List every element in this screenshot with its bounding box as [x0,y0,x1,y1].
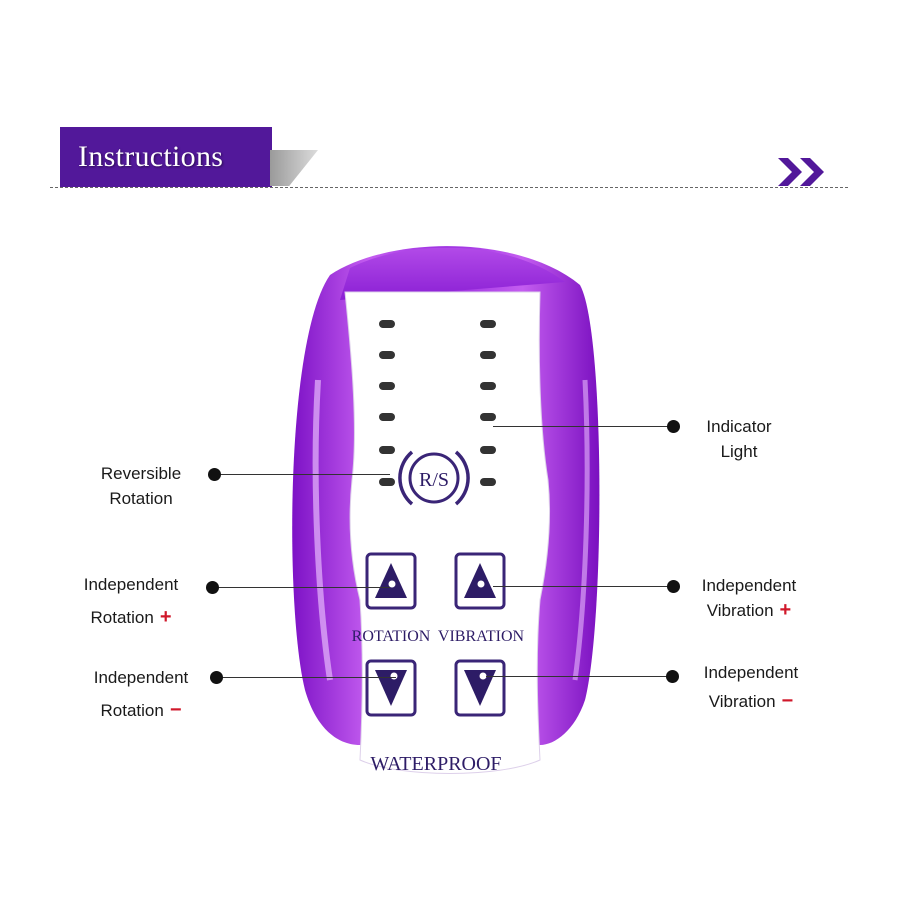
callout-dot-reversible [208,468,221,481]
vibration-up-button [454,552,506,610]
control-panel [344,291,551,774]
rotation-up-button [365,552,417,610]
indicator-lights-right [480,320,496,486]
callout-line-rotation-minus [216,677,396,678]
label-rotation-plus: Independent Rotation+ [83,575,179,628]
label-reversible-rotation: Reversible Rotation [100,464,182,508]
label-rotation-minus: Independent Rotation− [93,668,189,721]
waterproof-label: WATERPROOF [370,753,501,775]
indicator-lights-left [379,320,395,486]
callout-line-vibration-plus [493,586,673,587]
label-vibration-plus: Independent Vibration+ [701,576,797,621]
callout-dot-indicator [667,420,680,433]
vibration-label: VIBRATION [438,628,525,645]
callout-dot-vibration-minus [666,670,679,683]
callout-dot-rotation-minus [210,671,223,684]
rotation-down-button [365,659,417,717]
header-tab [60,127,272,187]
callout-line-reversible [214,474,390,475]
callout-line-vibration-minus [486,676,672,677]
rs-button: R/S [398,450,470,506]
label-vibration-minus: Independent Vibration− [703,663,799,712]
callout-dot-rotation-plus [206,581,219,594]
callout-line-rotation-plus [212,587,390,588]
rs-label: R/S [419,469,449,491]
page-title: Instructions [78,140,224,173]
header-divider [50,187,848,188]
callout-line-indicator [493,426,673,427]
label-indicator-light: Indicator Light [706,417,772,461]
callout-dot-vibration-plus [667,580,680,593]
vibration-down-button [454,659,506,717]
double-chevron-right-icon [778,158,824,186]
rotation-label: ROTATION [352,628,431,645]
